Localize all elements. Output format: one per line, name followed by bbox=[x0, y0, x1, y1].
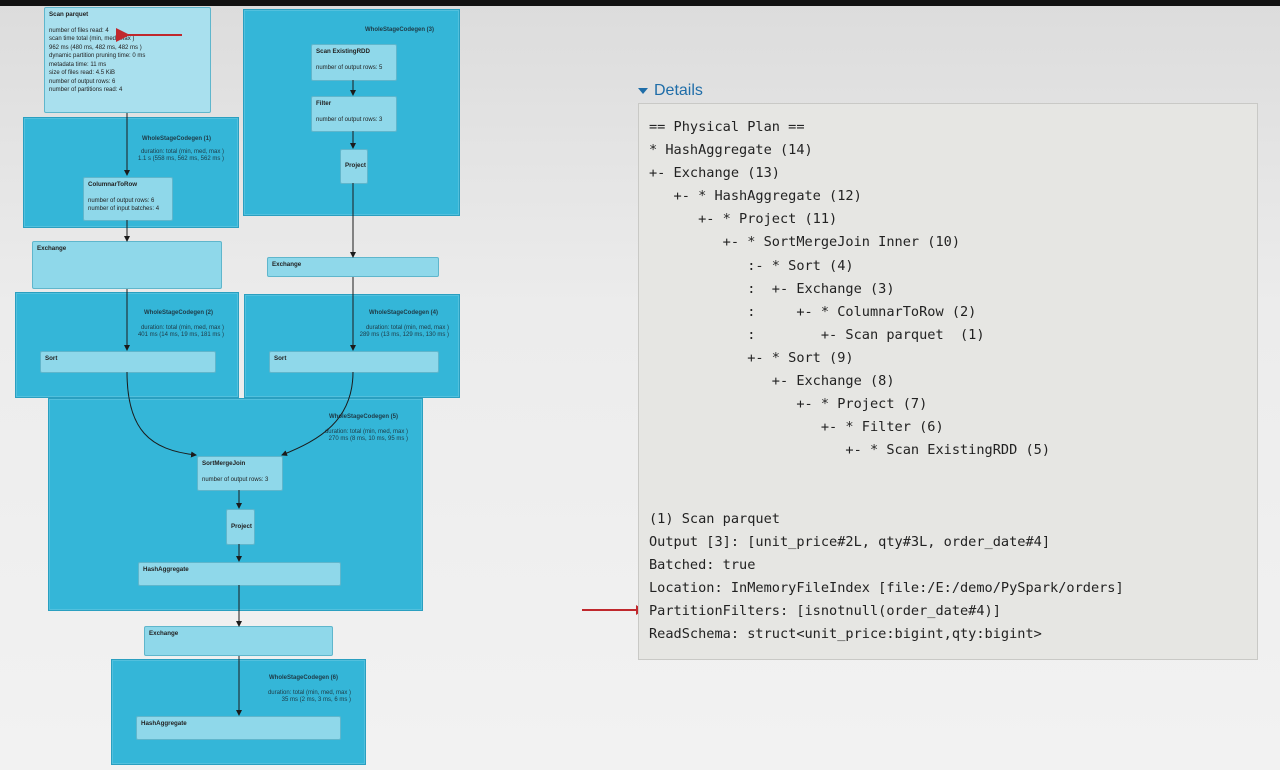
top-bezel bbox=[0, 0, 1280, 6]
project-node[interactable]: Project bbox=[340, 149, 368, 184]
desc-line: (1) Scan parquet bbox=[649, 511, 780, 527]
details-panel: == Physical Plan == * HashAggregate (14)… bbox=[638, 103, 1258, 660]
project-node-mid[interactable]: Project bbox=[226, 509, 255, 545]
wsc3-cluster[interactable]: WholeStageCodegen (3) Scan ExistingRDD n… bbox=[243, 9, 460, 216]
plan-line: +- * HashAggregate (12) bbox=[649, 188, 862, 205]
node-title: Filter bbox=[316, 100, 332, 107]
plan-line: :- * Sort (4) bbox=[649, 257, 854, 274]
sort-node-left[interactable]: Sort bbox=[40, 351, 216, 373]
wsc4-cluster[interactable]: WholeStageCodegen (4) duration: total (m… bbox=[244, 294, 460, 398]
sort-node-right[interactable]: Sort bbox=[269, 351, 439, 373]
details-toggle[interactable]: Details bbox=[638, 82, 703, 100]
plan-line: * HashAggregate (14) bbox=[649, 142, 813, 159]
sort-merge-join-node[interactable]: SortMergeJoin number of output rows: 3 bbox=[197, 456, 283, 491]
desc-line: Batched: true bbox=[649, 557, 756, 574]
node-title: ColumnarToRow bbox=[88, 181, 138, 188]
node-title: HashAggregate bbox=[141, 720, 187, 727]
physical-plan-text: == Physical Plan == * HashAggregate (14)… bbox=[649, 116, 1050, 462]
scan-parquet-description: (1) Scan parquet Output [3]: [unit_price… bbox=[649, 508, 1124, 647]
node-title: HashAggregate bbox=[143, 566, 189, 573]
cluster-metric: duration: total (min, med, max ) 289 ms … bbox=[359, 325, 449, 338]
cluster-metric: duration: total (min, med, max ) 270 ms … bbox=[324, 429, 408, 442]
caret-down-icon bbox=[638, 88, 648, 94]
plan-line: : +- Exchange (3) bbox=[649, 280, 895, 297]
cluster-title: WholeStageCodegen (1) bbox=[142, 136, 212, 142]
node-metric: dynamic partition pruning time: 0 ms bbox=[49, 53, 146, 59]
annotation-arrow-partition-filters bbox=[582, 605, 644, 615]
node-metric: metadata time: 11 ms bbox=[49, 61, 107, 68]
cluster-title: WholeStageCodegen (6) bbox=[269, 675, 339, 681]
node-metric: number of output rows: 5 bbox=[316, 64, 383, 71]
cluster-title: WholeStageCodegen (2) bbox=[144, 310, 214, 316]
wsc1-cluster[interactable]: WholeStageCodegen (1) duration: total (m… bbox=[23, 117, 239, 228]
cluster-title: WholeStageCodegen (3) bbox=[365, 27, 435, 33]
node-metric: number of files read: 4 bbox=[49, 27, 109, 34]
details-label: Details bbox=[654, 82, 703, 99]
node-title: Exchange bbox=[149, 630, 179, 637]
cluster-title: WholeStageCodegen (4) bbox=[369, 310, 439, 316]
plan-line: +- Exchange (8) bbox=[649, 373, 895, 390]
sql-plan-graph: Scan parquet number of files read: 4 sca… bbox=[0, 0, 620, 770]
desc-line: ReadSchema: struct<unit_price:bigint,qty… bbox=[649, 626, 1042, 643]
cluster-metric: duration: total (min, med, max ) 35 ms (… bbox=[267, 690, 351, 703]
plan-line: +- * Scan ExistingRDD (5) bbox=[649, 442, 1051, 459]
cluster-metric: duration: total (min, med, max ) 1.1 s (… bbox=[137, 149, 224, 162]
plan-line: : +- * ColumnarToRow (2) bbox=[649, 303, 977, 320]
node-title: Exchange bbox=[272, 261, 302, 268]
scan-existing-rdd-node[interactable]: Scan ExistingRDD number of output rows: … bbox=[311, 44, 397, 81]
scan-parquet-node[interactable]: Scan parquet number of files read: 4 sca… bbox=[44, 7, 211, 113]
plan-line: +- Exchange (13) bbox=[649, 165, 780, 182]
exchange-node-right[interactable]: Exchange bbox=[267, 257, 439, 277]
plan-line: == Physical Plan == bbox=[649, 119, 805, 135]
plan-line: +- * Project (7) bbox=[649, 396, 928, 413]
columnar-to-row-node[interactable]: ColumnarToRow number of output rows: 6 n… bbox=[83, 177, 173, 221]
node-title: Sort bbox=[274, 355, 287, 362]
hash-aggregate-node-bottom[interactable]: HashAggregate bbox=[136, 716, 341, 740]
desc-line: PartitionFilters: [isnotnull(order_date#… bbox=[649, 603, 1001, 620]
desc-line: Output [3]: [unit_price#2L, qty#3L, orde… bbox=[649, 534, 1051, 551]
desc-line: Location: InMemoryFileIndex [file:/E:/de… bbox=[649, 580, 1124, 597]
node-metric: number of output rows: 6 bbox=[49, 78, 116, 85]
node-title: Scan ExistingRDD bbox=[316, 48, 370, 55]
plan-line: +- * SortMergeJoin Inner (10) bbox=[649, 234, 960, 251]
exchange-node-bottom[interactable]: Exchange bbox=[144, 626, 333, 656]
plan-line: +- * Filter (6) bbox=[649, 419, 944, 436]
node-title: Project bbox=[345, 162, 366, 169]
wsc2-cluster[interactable]: WholeStageCodegen (2) duration: total (m… bbox=[15, 292, 239, 398]
node-title: Sort bbox=[45, 355, 58, 362]
node-metric: number of partitions read: 4 bbox=[49, 87, 123, 93]
plan-line: : +- Scan parquet (1) bbox=[649, 326, 985, 343]
plan-line: +- * Project (11) bbox=[649, 211, 838, 228]
node-title: Exchange bbox=[37, 245, 67, 252]
node-metric: scan time total (min, med, max ) bbox=[49, 36, 135, 42]
node-title: Project bbox=[231, 523, 252, 530]
cluster-metric: duration: total (min, med, max ) 401 ms … bbox=[137, 325, 224, 338]
node-title: Scan parquet bbox=[49, 11, 89, 18]
node-metric: 962 ms (480 ms, 482 ms, 482 ms ) bbox=[49, 44, 142, 51]
exchange-node-left[interactable]: Exchange bbox=[32, 241, 222, 289]
node-metric: number of input batches: 4 bbox=[88, 206, 160, 212]
node-metric: number of output rows: 3 bbox=[316, 116, 383, 123]
cluster-title: WholeStageCodegen (5) bbox=[329, 414, 399, 420]
node-title: SortMergeJoin bbox=[202, 460, 246, 467]
wsc6-cluster[interactable]: WholeStageCodegen (6) duration: total (m… bbox=[111, 659, 366, 765]
filter-node[interactable]: Filter number of output rows: 3 bbox=[311, 96, 397, 132]
hash-aggregate-node-mid[interactable]: HashAggregate bbox=[138, 562, 341, 586]
wsc5-cluster[interactable]: WholeStageCodegen (5) duration: total (m… bbox=[48, 398, 423, 611]
node-metric: number of output rows: 6 bbox=[88, 197, 155, 204]
node-metric: size of files read: 4.5 KiB bbox=[49, 70, 116, 76]
node-metric: number of output rows: 3 bbox=[202, 476, 269, 483]
plan-line: +- * Sort (9) bbox=[649, 349, 854, 366]
